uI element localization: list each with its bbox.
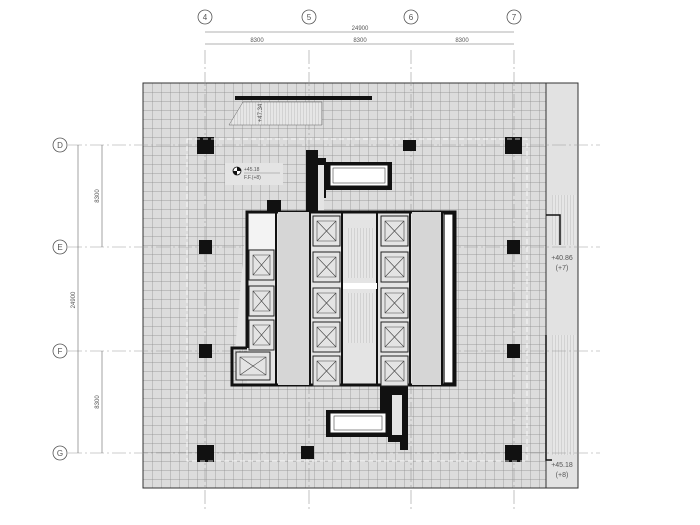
floor-level-value: +45.18 [244,167,260,173]
stair-floor-lower: (+8) [556,472,569,479]
elevator-car-icon [316,360,337,382]
svg-text:4: 4 [203,13,208,22]
svg-text:E: E [57,243,62,252]
bottom-duct-shaft [326,386,408,450]
elevator-shafts [235,215,409,387]
row-grid-bubbles: D E F G [52,137,68,461]
left-dimensions: 8300 24900 8300 [71,145,103,453]
left-bay-dim: 8300 [95,395,101,409]
top-duct-shaft [306,150,392,215]
elevator-car-icon [239,356,267,376]
elevator-car-icon [384,256,405,278]
left-total-dim: 24900 [71,291,77,308]
elevator-car-icon [384,292,405,314]
structural-columns [197,137,522,462]
elevator-car-icon [252,324,271,346]
top-bay-dim: 8300 [455,38,469,44]
top-total-dim: 24900 [352,26,369,32]
top-bay-dim: 8300 [353,38,367,44]
stair-level-lower: +45.18 [551,462,573,469]
elevator-car-icon [384,360,405,382]
right-stair-strip [545,82,579,489]
elevator-car-icon [384,220,405,242]
floor-level-floor: F.F.(+8) [244,175,261,181]
elevator-car-icon [316,256,337,278]
stair-floor-upper: (+7) [556,265,569,272]
top-dimensions: 24900 8300 8300 8300 [205,26,514,45]
elevator-car-icon [316,292,337,314]
elevator-car-icon [316,326,337,348]
left-bay-dim: 8300 [95,189,101,203]
stair-level-label: +47.34 [258,103,264,122]
svg-text:7: 7 [512,13,517,22]
stair-level-upper: +40.86 [551,255,573,262]
elevator-car-icon [252,290,271,312]
svg-text:D: D [57,141,63,150]
right-stair-labels: +40.86 (+7) +45.18 (+8) [551,255,573,479]
elevator-car-icon [252,254,271,276]
svg-text:5: 5 [307,13,312,22]
svg-text:G: G [57,449,63,458]
elevator-car-icon [384,326,405,348]
svg-text:F: F [58,347,63,356]
floor-level-marker: +45.18 F.F.(+8) [225,163,283,185]
elevator-car-icon [316,220,337,242]
svg-text:6: 6 [409,13,414,22]
top-bay-dim: 8300 [250,38,264,44]
top-stair: +47.34 [228,96,372,126]
column-grid-bubbles: 4 5 6 7 [197,9,522,25]
